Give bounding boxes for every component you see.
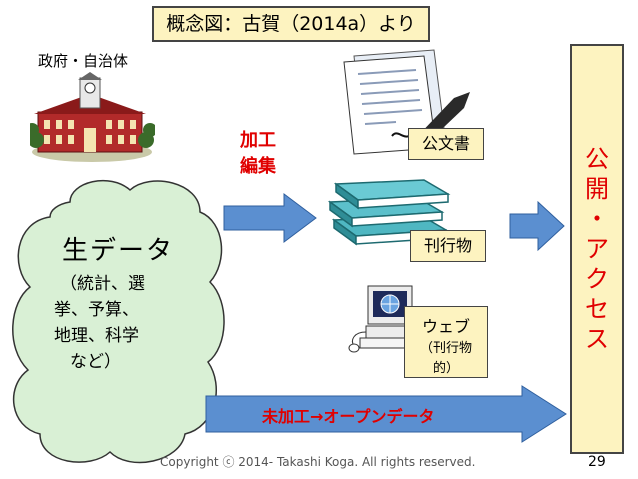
raw-data-line-1: （統計、選 [60, 274, 145, 294]
box-web-title: ウェブ [421, 317, 470, 336]
publish-arrow [509, 200, 565, 252]
raw-data-line-3: 地理、科学 [54, 326, 139, 346]
box-web: ウェブ （刊行物 的） [404, 306, 488, 378]
edit-arrow [223, 193, 317, 243]
government-building-icon [30, 72, 155, 162]
raw-data-title: 生データ [62, 236, 175, 266]
box-web-sub-2: 的） [432, 361, 459, 376]
government-label: 政府・自治体 [38, 52, 129, 70]
raw-data-cloud [12, 179, 225, 464]
page-number: 29 [588, 454, 606, 470]
box-kankobutsu: 刊行物 [410, 230, 486, 262]
open-data-label: 未加工→オープンデータ [262, 407, 435, 426]
open-data-arrow [205, 385, 567, 443]
raw-data-text: 生データ （統計、選 挙、予算、 地理、科学 など） [54, 230, 194, 375]
publish-char-5: ク [585, 265, 609, 293]
raw-data-line-2: 挙、予算、 [54, 300, 139, 320]
raw-data-line-4: など） [70, 352, 121, 372]
edit-label-line-1: 加工 [240, 130, 276, 151]
publication-access-box: 公 開 ・ ア ク セ ス [570, 44, 624, 454]
edit-label: 加工 編集 [240, 128, 276, 180]
publish-char-3: ・ [585, 205, 609, 233]
copyright-text: Copyright ⓒ 2014- Takashi Koga. All righ… [160, 455, 476, 469]
publish-char-7: ス [585, 325, 609, 353]
publish-char-6: セ [585, 295, 609, 323]
diagram-title: 概念図：古賀（2014a）より [152, 6, 430, 42]
publish-char-2: 開 [585, 175, 609, 203]
publish-char-4: ア [585, 235, 609, 263]
box-kobunsho: 公文書 [408, 128, 484, 160]
box-web-sub-1: （刊行物 [419, 341, 472, 356]
publish-char-1: 公 [585, 145, 609, 173]
edit-label-line-2: 編集 [240, 156, 276, 177]
